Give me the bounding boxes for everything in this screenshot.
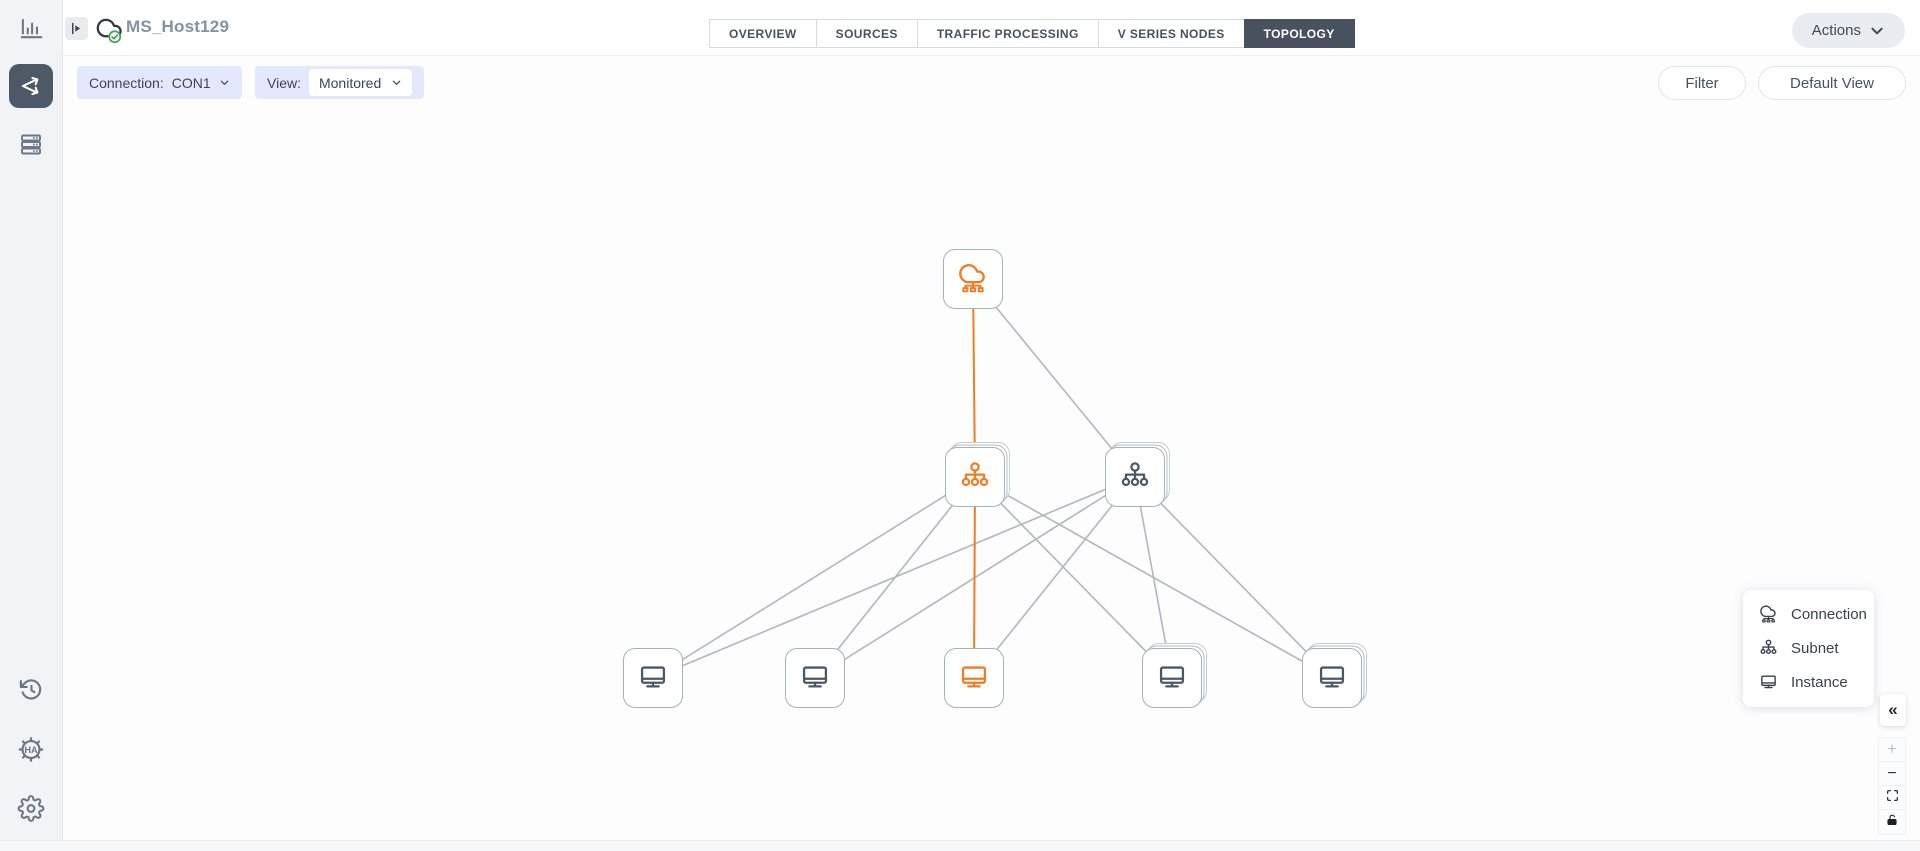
lock-button[interactable] <box>1879 810 1905 834</box>
sidebar-item-settings[interactable] <box>17 795 45 822</box>
topology-node-connection1[interactable] <box>943 249 1003 309</box>
tab-overview[interactable]: OVERVIEW <box>709 19 817 48</box>
topology-edge-connection1-subnet2 <box>972 278 1136 478</box>
filter-button[interactable]: Filter <box>1658 66 1746 100</box>
chevron-down-icon <box>1871 27 1883 34</box>
unlock-icon <box>1886 813 1898 831</box>
sidebar-item-dashboard[interactable] <box>18 15 44 41</box>
legend-label: Instance <box>1791 674 1848 691</box>
chevron-down-icon <box>392 80 401 85</box>
legend-label: Subnet <box>1791 640 1839 657</box>
topology-edge-subnet1-instance1 <box>652 476 976 679</box>
fullscreen-icon <box>1886 789 1899 807</box>
page-title: MS_Host129 <box>126 17 230 36</box>
connection-value: CON1 <box>171 74 211 91</box>
connection-label: Connection: <box>89 74 164 91</box>
zoom-in-button[interactable]: + <box>1879 738 1905 762</box>
topology-node-instance3[interactable] <box>944 648 1004 708</box>
topology-edge-connection1-subnet1 <box>972 278 976 478</box>
ha-label: HA <box>24 745 38 755</box>
sidebar: HA <box>0 0 63 840</box>
topology-edge-subnet1-instance4 <box>974 476 1173 679</box>
legend-item-subnet: Subnet <box>1757 637 1860 660</box>
bar-chart-icon <box>18 15 44 41</box>
legend-label: Connection <box>1791 606 1867 623</box>
history-icon <box>18 676 45 703</box>
legend-item-connection: Connection <box>1757 603 1867 626</box>
default-view-label: Default View <box>1790 74 1874 92</box>
subnet-icon <box>1757 637 1780 660</box>
topology-node-instance2[interactable] <box>785 648 845 708</box>
sidebar-item-inventory[interactable] <box>18 131 45 158</box>
connection-icon <box>1757 603 1780 626</box>
topology-node-subnet1[interactable] <box>945 447 1005 507</box>
actions-button[interactable]: Actions <box>1791 13 1905 48</box>
topology-node-subnet2[interactable] <box>1105 447 1165 507</box>
view-select[interactable]: Monitored <box>308 69 413 96</box>
topology-node-instance5[interactable] <box>1302 648 1362 708</box>
legend-collapse-button[interactable]: « <box>1880 694 1906 726</box>
filter-label: Filter <box>1685 74 1719 92</box>
default-view-button[interactable]: Default View <box>1758 66 1906 100</box>
actions-label: Actions <box>1811 22 1861 39</box>
legend-item-instance: Instance <box>1757 671 1860 694</box>
chevron-down-icon <box>220 80 228 85</box>
tab-traffic-processing[interactable]: TRAFFIC PROCESSING <box>916 19 1099 48</box>
zoom-controls: + − <box>1878 737 1906 835</box>
ha-gear-icon: HA <box>17 735 46 764</box>
collapse-left-icon: « <box>1888 700 1898 719</box>
bottom-strip <box>0 840 1920 851</box>
topology-edge-subnet1-instance3 <box>973 476 976 679</box>
topology-node-instance4[interactable] <box>1142 648 1202 708</box>
topology-node-instance1[interactable] <box>623 648 683 708</box>
fit-view-button[interactable] <box>1879 786 1905 810</box>
topology-edge-subnet2-instance4 <box>1134 476 1173 679</box>
panel-expand-icon <box>72 22 81 35</box>
topology-edge-subnet2-instance3 <box>973 476 1136 679</box>
view-label: View: <box>267 74 301 91</box>
connection-dropdown[interactable]: Connection: CON1 <box>77 66 242 99</box>
tab-v-series-nodes[interactable]: V SERIES NODES <box>1097 19 1245 48</box>
traffic-split-icon <box>18 73 44 99</box>
view-value: Monitored <box>318 74 382 91</box>
gear-icon <box>17 795 45 822</box>
minus-icon: − <box>1887 764 1897 782</box>
tab-topology[interactable]: TOPOLOGY <box>1243 19 1355 48</box>
topology-edge-subnet2-instance1 <box>652 476 1136 679</box>
server-rack-icon <box>18 131 45 158</box>
instance-icon <box>1757 671 1780 694</box>
zoom-out-button[interactable]: − <box>1879 762 1905 786</box>
sidebar-item-history[interactable] <box>18 676 45 703</box>
sidebar-item-traffic[interactable] <box>9 64 53 108</box>
legend-panel: Connection Subnet Instance <box>1743 590 1874 707</box>
expand-panel-button[interactable] <box>65 17 88 40</box>
topology-edge-subnet2-instance5 <box>1134 476 1333 679</box>
cloud-check-icon <box>92 14 125 49</box>
tab-sources[interactable]: SOURCES <box>815 19 918 48</box>
plus-icon: + <box>1887 740 1897 758</box>
sidebar-item-high-availability[interactable]: HA <box>17 735 46 764</box>
view-dropdown[interactable]: View: Monitored <box>255 66 425 99</box>
